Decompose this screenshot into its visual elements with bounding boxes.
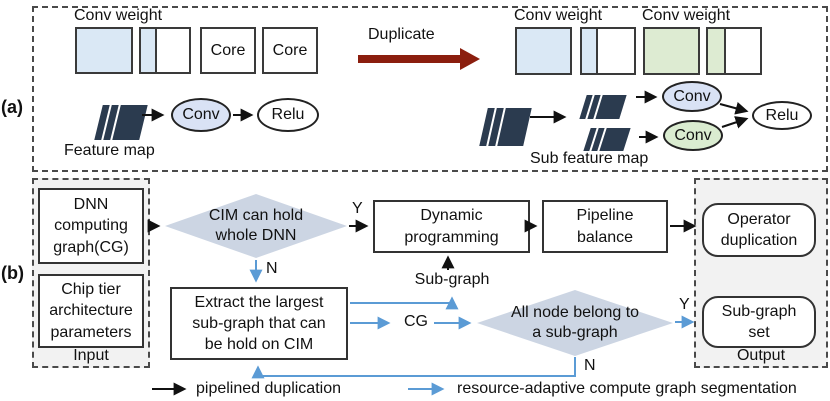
conv-weight-label-right-1: Conv weight bbox=[514, 7, 603, 24]
feature-map-label: Feature map bbox=[64, 142, 155, 159]
used-weight-strip bbox=[141, 29, 157, 72]
input-group-label: Input bbox=[73, 347, 109, 364]
conv-node: Conv bbox=[171, 98, 231, 132]
output-box-operator-duplication: Operator duplication bbox=[702, 203, 816, 257]
conv-weight-tile-partial-blue-2 bbox=[580, 27, 636, 75]
duplicate-label: Duplicate bbox=[368, 26, 435, 43]
core-box-2: Core bbox=[262, 27, 318, 74]
output-group: Operator duplication Sub-graph set Outpu… bbox=[694, 178, 828, 368]
subgraph-edge-label: Sub-graph bbox=[414, 271, 490, 288]
sub-feature-map-label: Sub feature map bbox=[530, 150, 649, 167]
conv-weight-tile-full-green bbox=[643, 27, 700, 75]
decision-cim-hold-text: CIM can hold whole DNN bbox=[208, 207, 304, 244]
legend-resource-adaptive: resource-adaptive compute graph segmenta… bbox=[457, 380, 797, 397]
relu-node-duplicated: Relu bbox=[752, 101, 812, 130]
output-box-subgraph-set: Sub-graph set bbox=[702, 296, 816, 348]
conv-node-green-label: Conv bbox=[674, 126, 712, 144]
relu-node-right-label: Relu bbox=[765, 106, 799, 124]
legend-pipelined-duplication: pipelined duplication bbox=[196, 380, 341, 397]
input-box-dnn-graph: DNN computing graph(CG) bbox=[38, 188, 144, 264]
decision-all-node-text: All node belong to a sub-graph bbox=[510, 304, 640, 341]
process-extract-subgraph: Extract the largest sub-graph that can b… bbox=[170, 287, 348, 360]
panel-b-label: (b) bbox=[1, 263, 24, 283]
decision2-no-label: N bbox=[584, 357, 596, 374]
decision1-no-label: N bbox=[266, 260, 278, 277]
process-dynamic-programming: Dynamic programming bbox=[373, 200, 530, 253]
process-pipeline-balance: Pipeline balance bbox=[542, 200, 668, 253]
conv-weight-tile-full-blue bbox=[75, 27, 133, 74]
input-box-chip-params: Chip tier architecture parameters bbox=[38, 274, 144, 348]
conv-weight-tile-partial-green bbox=[706, 27, 762, 75]
used-weight-strip-blue bbox=[582, 29, 598, 73]
conv-node-label: Conv bbox=[182, 106, 220, 123]
conv-weight-tile-partial-blue bbox=[139, 27, 191, 74]
conv-weight-label-left: Conv weight bbox=[74, 7, 163, 24]
input-group: DNN computing graph(CG) Chip tier archit… bbox=[32, 178, 150, 368]
conv-weight-label-right-2: Conv weight bbox=[642, 7, 731, 24]
output-group-label: Output bbox=[736, 347, 786, 364]
decision2-yes-label: Y bbox=[679, 296, 690, 313]
relu-node: Relu bbox=[257, 98, 319, 132]
conv-node-blue-duplicated: Conv bbox=[662, 81, 722, 112]
conv-weight-tile-full-blue-2 bbox=[515, 27, 572, 75]
cg-edge-label: CG bbox=[404, 313, 428, 330]
core-box-1: Core bbox=[200, 27, 256, 74]
conv-node-green-duplicated: Conv bbox=[663, 120, 723, 151]
panel-a-label: (a) bbox=[1, 97, 23, 117]
used-weight-strip-green bbox=[708, 29, 726, 73]
decision1-yes-label: Y bbox=[352, 200, 363, 217]
relu-node-label: Relu bbox=[271, 106, 305, 123]
conv-node-blue-label: Conv bbox=[673, 87, 711, 105]
